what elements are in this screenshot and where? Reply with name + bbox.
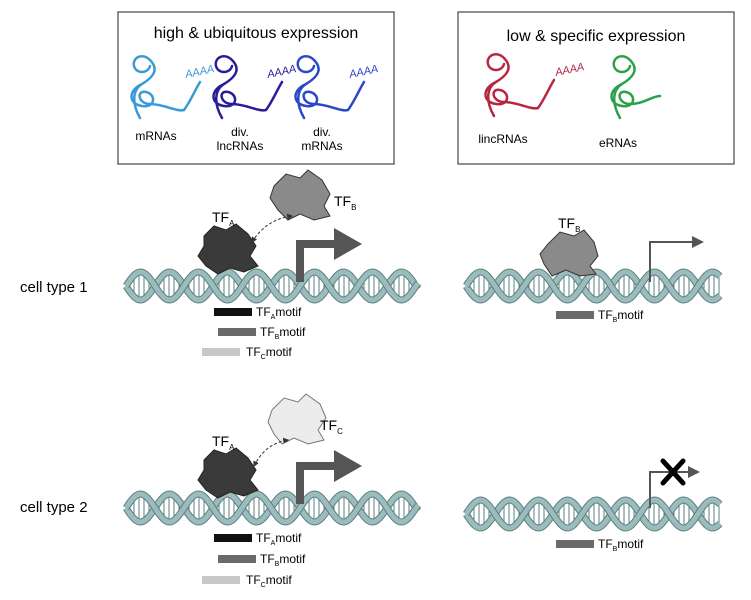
blocked-cross-icon bbox=[660, 458, 686, 486]
motif-legend-row2: TFAmotif TFBmotif TFCmotif bbox=[202, 531, 306, 589]
dna-helix-row2-right bbox=[463, 496, 723, 532]
tss-arrowhead-row1-left bbox=[334, 228, 362, 260]
tss-arrow-row1-right bbox=[649, 241, 694, 282]
tf-a-protein-row1: TFA bbox=[197, 209, 259, 275]
motif-bar-b-row1-right bbox=[556, 311, 594, 319]
dna-helix-row2-left bbox=[123, 490, 421, 526]
rna-div-mrna-label-2: mRNAs bbox=[301, 139, 342, 153]
motif-legend-row1-right: TFBmotif bbox=[556, 308, 644, 324]
rna-lincrna: AAAA lincRNAs bbox=[478, 53, 585, 146]
dna-helix-row1-right bbox=[463, 268, 723, 304]
rna-div-mrna-strand bbox=[294, 55, 366, 120]
tf-a-label-row1: TFA bbox=[212, 209, 235, 228]
tss-arrowhead-row2-left bbox=[334, 450, 362, 482]
motif-label-c-row1: TFCmotif bbox=[246, 345, 292, 361]
dna-helix-row1-left-strand-2 bbox=[123, 269, 421, 303]
motif-bar-b-row2 bbox=[218, 555, 256, 563]
rna-erna-strand bbox=[610, 55, 662, 120]
panel-high-expression: high & ubiquitous expression AAAA mRNAs … bbox=[117, 11, 395, 165]
tss-arrow-row2-right bbox=[649, 471, 690, 508]
interaction-arrow-row2 bbox=[253, 437, 290, 468]
cell-type-1-label: cell type 1 bbox=[20, 279, 88, 296]
rna-mrna-label: mRNAs bbox=[135, 129, 176, 143]
motif-legend-row1: TFAmotif TFBmotif TFCmotif bbox=[202, 305, 306, 361]
rna-div-lncrna-tail: AAAA bbox=[265, 63, 297, 81]
rna-erna-label: eRNAs bbox=[599, 136, 637, 150]
panel-low-frame bbox=[457, 11, 735, 165]
tss-arrow-row2-left bbox=[296, 462, 336, 504]
rna-div-mrna-label-1: div. bbox=[313, 125, 331, 139]
tf-a-label-row2: TFA bbox=[212, 433, 235, 452]
dna-helix-row2-right-strand-2 bbox=[463, 497, 722, 531]
dna-helix-row2-left-strand-2 bbox=[123, 491, 421, 525]
motif-bar-c-row1 bbox=[202, 348, 240, 356]
motif-bar-a-row2 bbox=[214, 534, 252, 542]
interaction-arrow-row1 bbox=[251, 213, 294, 244]
rna-mrna: AAAA mRNAs bbox=[130, 55, 215, 143]
cross-stroke-2 bbox=[660, 458, 686, 486]
motif-label-c-row2: TFCmotif bbox=[246, 573, 292, 589]
rna-div-mrna-tail: AAAA bbox=[347, 63, 379, 81]
tf-b-blob-row1 bbox=[269, 169, 331, 221]
tf-c-blob-row2 bbox=[267, 393, 327, 445]
motif-bar-c-row2 bbox=[202, 576, 240, 584]
motif-label-a-row2: TFAmotif bbox=[256, 531, 302, 547]
panel-high-title: high & ubiquitous expression bbox=[154, 25, 359, 42]
tss-arrowhead-row2-right bbox=[688, 466, 700, 478]
rna-lincrna-label: lincRNAs bbox=[478, 132, 527, 146]
motif-label-b-row1-right: TFBmotif bbox=[598, 308, 644, 324]
motif-label-b-row2: TFBmotif bbox=[260, 552, 306, 568]
tf-a-blob-row1 bbox=[197, 223, 259, 275]
rna-div-lncrna-strand bbox=[212, 55, 284, 120]
tf-b-label-row1: TFB bbox=[334, 193, 356, 212]
panel-low-expression: low & specific expression AAAA lincRNAs … bbox=[457, 11, 735, 165]
tss-arrow-row1-left bbox=[296, 240, 336, 282]
motif-label-a-row1: TFAmotif bbox=[256, 305, 302, 321]
tf-c-protein-row2: TFC bbox=[267, 393, 343, 445]
rna-mrna-strand bbox=[130, 55, 202, 120]
tf-b-protein-row1-right: TFB bbox=[539, 215, 599, 277]
rna-erna: eRNAs bbox=[599, 55, 662, 150]
tf-c-label-row2: TFC bbox=[320, 417, 343, 436]
tf-a-blob-row2 bbox=[197, 447, 259, 499]
panel-high-frame bbox=[117, 11, 395, 165]
tf-a-protein-row2: TFA bbox=[197, 433, 259, 499]
motif-label-b-row2-right: TFBmotif bbox=[598, 537, 644, 553]
cell-type-2-label: cell type 2 bbox=[20, 499, 88, 516]
panel-low-title: low & specific expression bbox=[507, 28, 686, 45]
rna-div-lncrna: AAAA div. lncRNAs bbox=[212, 55, 297, 153]
tf-b-blob-row1-right bbox=[539, 229, 599, 277]
tf-b-protein-row1: TFB bbox=[269, 169, 356, 221]
motif-bar-b-row2-right bbox=[556, 540, 594, 548]
rna-lincrna-tail: AAAA bbox=[553, 61, 585, 79]
rna-mrna-tail: AAAA bbox=[183, 63, 215, 81]
dna-helix-row2-right-strand-1 bbox=[463, 497, 722, 531]
dna-helix-row1-left bbox=[123, 268, 421, 304]
motif-legend-row2-right: TFBmotif bbox=[556, 537, 644, 553]
rna-div-mrna: AAAA div. mRNAs bbox=[294, 55, 379, 153]
tss-arrowhead-row1-right bbox=[692, 236, 704, 248]
tf-b-label-row1-right: TFB bbox=[558, 215, 580, 234]
dna-helix-row1-right-strand-1 bbox=[463, 269, 722, 303]
motif-label-b-row1: TFBmotif bbox=[260, 325, 306, 341]
rna-div-lncrna-label-2: lncRNAs bbox=[217, 139, 264, 153]
rna-div-lncrna-label-1: div. bbox=[231, 125, 249, 139]
rna-lincrna-strand bbox=[484, 53, 556, 118]
motif-bar-a-row1 bbox=[214, 308, 252, 316]
motif-bar-b-row1 bbox=[218, 328, 256, 336]
